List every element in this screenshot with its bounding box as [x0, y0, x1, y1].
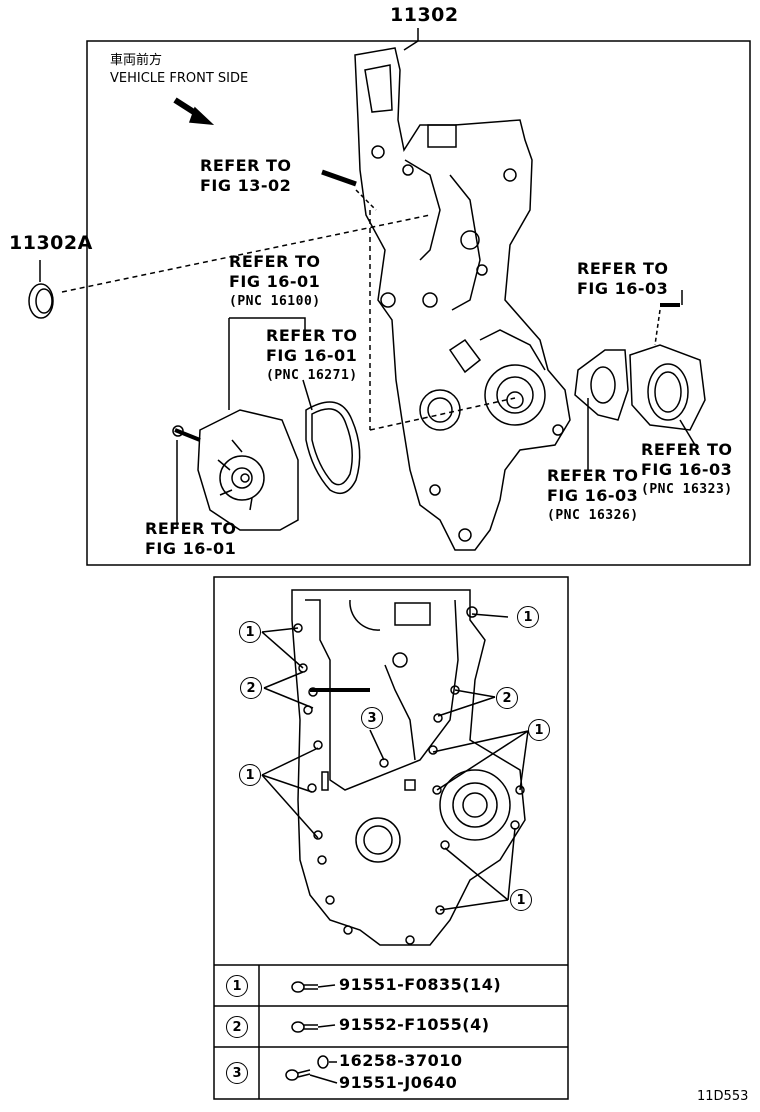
callout-1: 1 — [510, 889, 532, 911]
water-inlet-drawing — [574, 290, 706, 470]
front-arrow-icon — [188, 106, 215, 125]
ref-line1: REFER TO — [229, 252, 321, 271]
ref-fig-16-01-gasket[interactable]: REFER TO FIG 16-01 (PNC 16271) — [266, 326, 358, 386]
callout-2: 2 — [240, 677, 262, 699]
ref-line1: REFER TO — [577, 259, 669, 278]
ref-line2: FIG 16-03 — [577, 279, 669, 298]
ref-pnc: (PNC 16100) — [229, 294, 321, 309]
timing-cover-drawing — [354, 47, 571, 551]
callout-1: 1 — [239, 621, 261, 643]
lower-frame — [213, 576, 569, 1100]
ref-line2: FIG 16-03 — [641, 460, 733, 479]
ref-fig-16-01-bolt[interactable]: REFER TO FIG 16-01 — [145, 519, 237, 559]
seal-part-number[interactable]: 11302A — [9, 232, 93, 254]
water-pump-drawing — [172, 409, 299, 531]
legend-part-3b[interactable]: 91551-J0640 — [339, 1073, 458, 1092]
ref-line1: REFER TO — [547, 466, 639, 485]
main-part-number[interactable]: 11302 — [390, 4, 459, 26]
ref-fig-16-01-pump[interactable]: REFER TO FIG 16-01 (PNC 16100) — [229, 252, 321, 312]
legend-part-3a[interactable]: 16258-37010 — [339, 1051, 463, 1070]
figure-code: 11D553 — [697, 1089, 749, 1104]
callout-1: 1 — [517, 606, 539, 628]
legend-part-1[interactable]: 91551-F0835(14) — [339, 975, 502, 994]
ref-line2: FIG 16-03 — [547, 486, 639, 505]
vehicle-front-jp: 車両前方 — [110, 53, 163, 68]
bolt-icon — [291, 981, 336, 993]
ref-pnc: (PNC 16271) — [266, 368, 358, 383]
stud-and-bolt-icon — [285, 1055, 338, 1084]
legend-num-1: 1 — [226, 975, 248, 997]
flange-bolt-icon — [291, 1021, 336, 1033]
oil-seal-drawing — [28, 260, 54, 319]
ref-fig-16-03-gasket[interactable]: REFER TO FIG 16-03 (PNC 16326) — [547, 466, 639, 526]
ref-line1: REFER TO — [145, 519, 237, 538]
ref-line1: REFER TO — [200, 156, 292, 175]
stud-bolt-drawing — [321, 169, 377, 211]
ref-fig-13-02[interactable]: REFER TO FIG 13-02 — [200, 156, 292, 196]
legend-num-3: 3 — [226, 1062, 248, 1084]
ref-line1: REFER TO — [266, 326, 358, 345]
ref-line1: REFER TO — [641, 440, 733, 459]
callout-1: 1 — [528, 719, 550, 741]
ref-line2: FIG 16-01 — [266, 346, 358, 365]
pump-gasket-drawing — [302, 379, 361, 495]
ref-fig-16-03-bolt[interactable]: REFER TO FIG 16-03 — [577, 259, 669, 299]
ref-pnc: (PNC 16326) — [547, 508, 639, 523]
ref-line2: FIG 13-02 — [200, 176, 292, 195]
callout-1: 1 — [239, 764, 261, 786]
cover-bolt-position-drawing — [291, 589, 526, 946]
vehicle-front-label: 車両前方 VEHICLE FRONT SIDE — [110, 52, 248, 88]
vehicle-front-en: VEHICLE FRONT SIDE — [110, 71, 249, 86]
ref-pnc: (PNC 16323) — [641, 482, 733, 497]
ref-line2: FIG 16-01 — [145, 539, 237, 558]
legend-num-2: 2 — [226, 1016, 248, 1038]
callout-3: 3 — [361, 707, 383, 729]
ref-line2: FIG 16-01 — [229, 272, 321, 291]
ref-fig-16-03-inlet[interactable]: REFER TO FIG 16-03 (PNC 16323) — [641, 440, 733, 500]
legend-part-2[interactable]: 91552-F1055(4) — [339, 1015, 490, 1034]
callout-2: 2 — [496, 687, 518, 709]
